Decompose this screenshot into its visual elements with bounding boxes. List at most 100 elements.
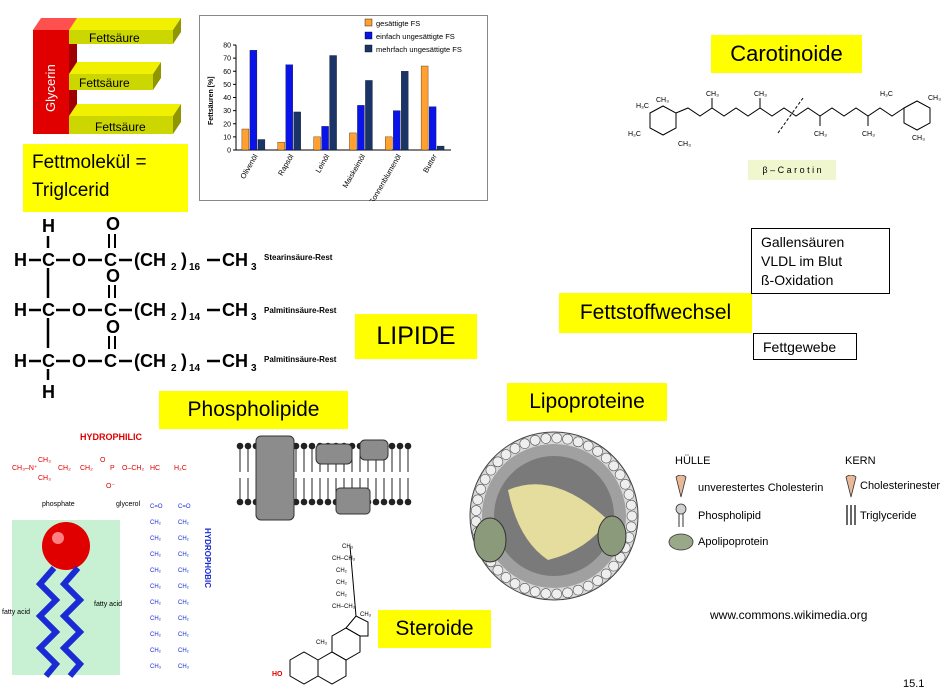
svg-text:CH₂: CH₂	[150, 632, 162, 638]
shell-phospholipid-head	[582, 440, 594, 452]
svg-text:C: C	[104, 250, 117, 270]
svg-text:O: O	[72, 300, 86, 320]
lipid-head	[404, 442, 412, 450]
y-tick-label: 50	[223, 82, 231, 89]
x-tick-label: Butter	[421, 152, 439, 174]
palmitic-acid-label-1: Palmitinsäure-Rest	[264, 306, 337, 315]
lipid-head	[308, 442, 316, 450]
shell-phospholipid-head	[519, 438, 531, 449]
bar-Rapsöl-0	[277, 141, 285, 151]
svg-text:CH₃: CH₃	[342, 544, 354, 550]
svg-text:H₂C: H₂C	[174, 465, 187, 472]
svg-text:CH₂: CH₂	[178, 520, 190, 526]
x-tick-label: Sonnenblumenöl	[367, 152, 403, 201]
page-number: 15.1	[903, 678, 925, 690]
y-tick-label: 0	[227, 148, 231, 155]
svg-text:CH₃: CH₃	[862, 131, 875, 138]
svg-text:CH₂: CH₂	[150, 568, 162, 574]
y-tick-label: 30	[223, 108, 231, 115]
lipid-head	[404, 498, 412, 506]
legend-label-phospholipid: Phospholipid	[698, 510, 761, 522]
fatty-acid-label-3: Fettsäure	[95, 120, 146, 134]
shell-phospholipid-head	[608, 560, 620, 572]
shell-phospholipid-head	[582, 580, 594, 592]
lipid-head	[388, 442, 396, 450]
bar-Rapsöl-2	[293, 111, 301, 151]
bar-Sonnenblumenöl-0	[385, 136, 393, 151]
legend-label-cholesterinester: Cholesterinester	[860, 480, 941, 492]
svg-text:O: O	[106, 317, 120, 337]
svg-text:): )	[181, 351, 187, 371]
svg-text:CH₃: CH₃	[178, 664, 190, 670]
svg-text:3: 3	[251, 262, 257, 273]
svg-text:CH–CH₃: CH–CH₃	[332, 556, 356, 562]
svg-text:CH₂: CH₂	[150, 616, 162, 622]
y-tick-label: 20	[223, 121, 231, 128]
lipoproteine-label-box: Lipoproteine	[507, 383, 667, 421]
hydrophobic-label: HYDROPHOBIC	[203, 528, 212, 588]
x-tick-label: Rapsöl	[276, 152, 296, 177]
triglyceride-structural-formula: H H C O C (CH ) CH O H C O C (CH ) CH O	[14, 214, 337, 402]
shell-phospholipid-head	[592, 575, 603, 586]
svg-text:3: 3	[251, 363, 257, 374]
svg-text:2: 2	[171, 262, 177, 273]
bar-Butter-1	[428, 106, 437, 151]
svg-text:H: H	[42, 216, 55, 236]
x-tick-label: Maiskeimöl	[341, 152, 368, 189]
legend-kern-heading: KERN	[845, 455, 876, 467]
bar-Sonnenblumenöl-2	[401, 71, 409, 151]
svg-text:CH₂: CH₂	[178, 568, 190, 574]
phosphate-label: phosphate	[42, 501, 75, 508]
lipid-head	[244, 498, 252, 506]
shell-phospholipid-head	[500, 572, 512, 583]
svg-text:CH₃: CH₃	[706, 91, 719, 98]
y-tick-label: 80	[223, 43, 231, 50]
svg-text:CH₂: CH₂	[150, 536, 162, 542]
shell-phospholipid-head	[492, 564, 504, 576]
svg-text:CH₂: CH₂	[336, 568, 348, 574]
shell-phospholipid-head	[485, 464, 497, 476]
steroide-label-box: Steroide	[378, 610, 491, 648]
triglyceride-block-diagram: Glycerin Fettsäure Fettsäure Fettsäure	[33, 18, 181, 134]
svg-text:CH₃: CH₃	[912, 135, 925, 142]
shell-phospholipid-head	[470, 505, 482, 516]
lipid-head	[316, 498, 324, 506]
svg-text:C: C	[42, 250, 55, 270]
bar-Butter-0	[420, 65, 429, 151]
lipid-head	[300, 498, 308, 506]
svg-text:CH₂: CH₂	[336, 580, 348, 586]
legend-swatch-poly	[364, 44, 373, 53]
y-tick-label: 70	[223, 56, 231, 63]
fatty-acid-tail-1	[35, 566, 61, 678]
shell-phospholipid-head	[551, 588, 563, 600]
lipid-head	[300, 442, 308, 450]
lipid-head	[396, 498, 404, 506]
svg-text:CH₂: CH₂	[178, 600, 190, 606]
fettmolekuel-label-box: Fettmolekül = Triglcerid	[23, 144, 188, 212]
svg-text:CH₂: CH₂	[150, 648, 162, 654]
legend-icon-cholesterinester	[845, 475, 857, 498]
palmitic-acid-label-2: Palmitinsäure-Rest	[264, 355, 337, 364]
lipid-head	[380, 498, 388, 506]
shell-phospholipid-head	[540, 588, 552, 599]
svg-text:CH₃–N⁺: CH₃–N⁺	[12, 465, 38, 472]
legend-icon-triglyceride	[846, 505, 856, 525]
lipid-head	[324, 498, 332, 506]
svg-text:CH₂: CH₂	[58, 465, 71, 472]
svg-text:CH₂: CH₂	[178, 616, 190, 622]
shell-phospholipid-head	[472, 494, 484, 506]
fatty-acid-tail-2	[59, 566, 85, 678]
svg-text:CH₃: CH₃	[38, 457, 51, 464]
shell-phospholipid-head	[572, 584, 584, 596]
lipid-head	[396, 442, 404, 450]
shell-phospholipid-head	[529, 435, 541, 446]
svg-text:O: O	[106, 266, 120, 286]
svg-text:CH₃: CH₃	[814, 131, 827, 138]
svg-text:(CH: (CH	[134, 300, 166, 320]
svg-text:CH₃: CH₃	[316, 640, 328, 646]
svg-text:CH₃: CH₃	[928, 95, 941, 102]
shell-phospholipid-head	[626, 510, 638, 522]
lipoprotein-sphere	[469, 431, 639, 601]
